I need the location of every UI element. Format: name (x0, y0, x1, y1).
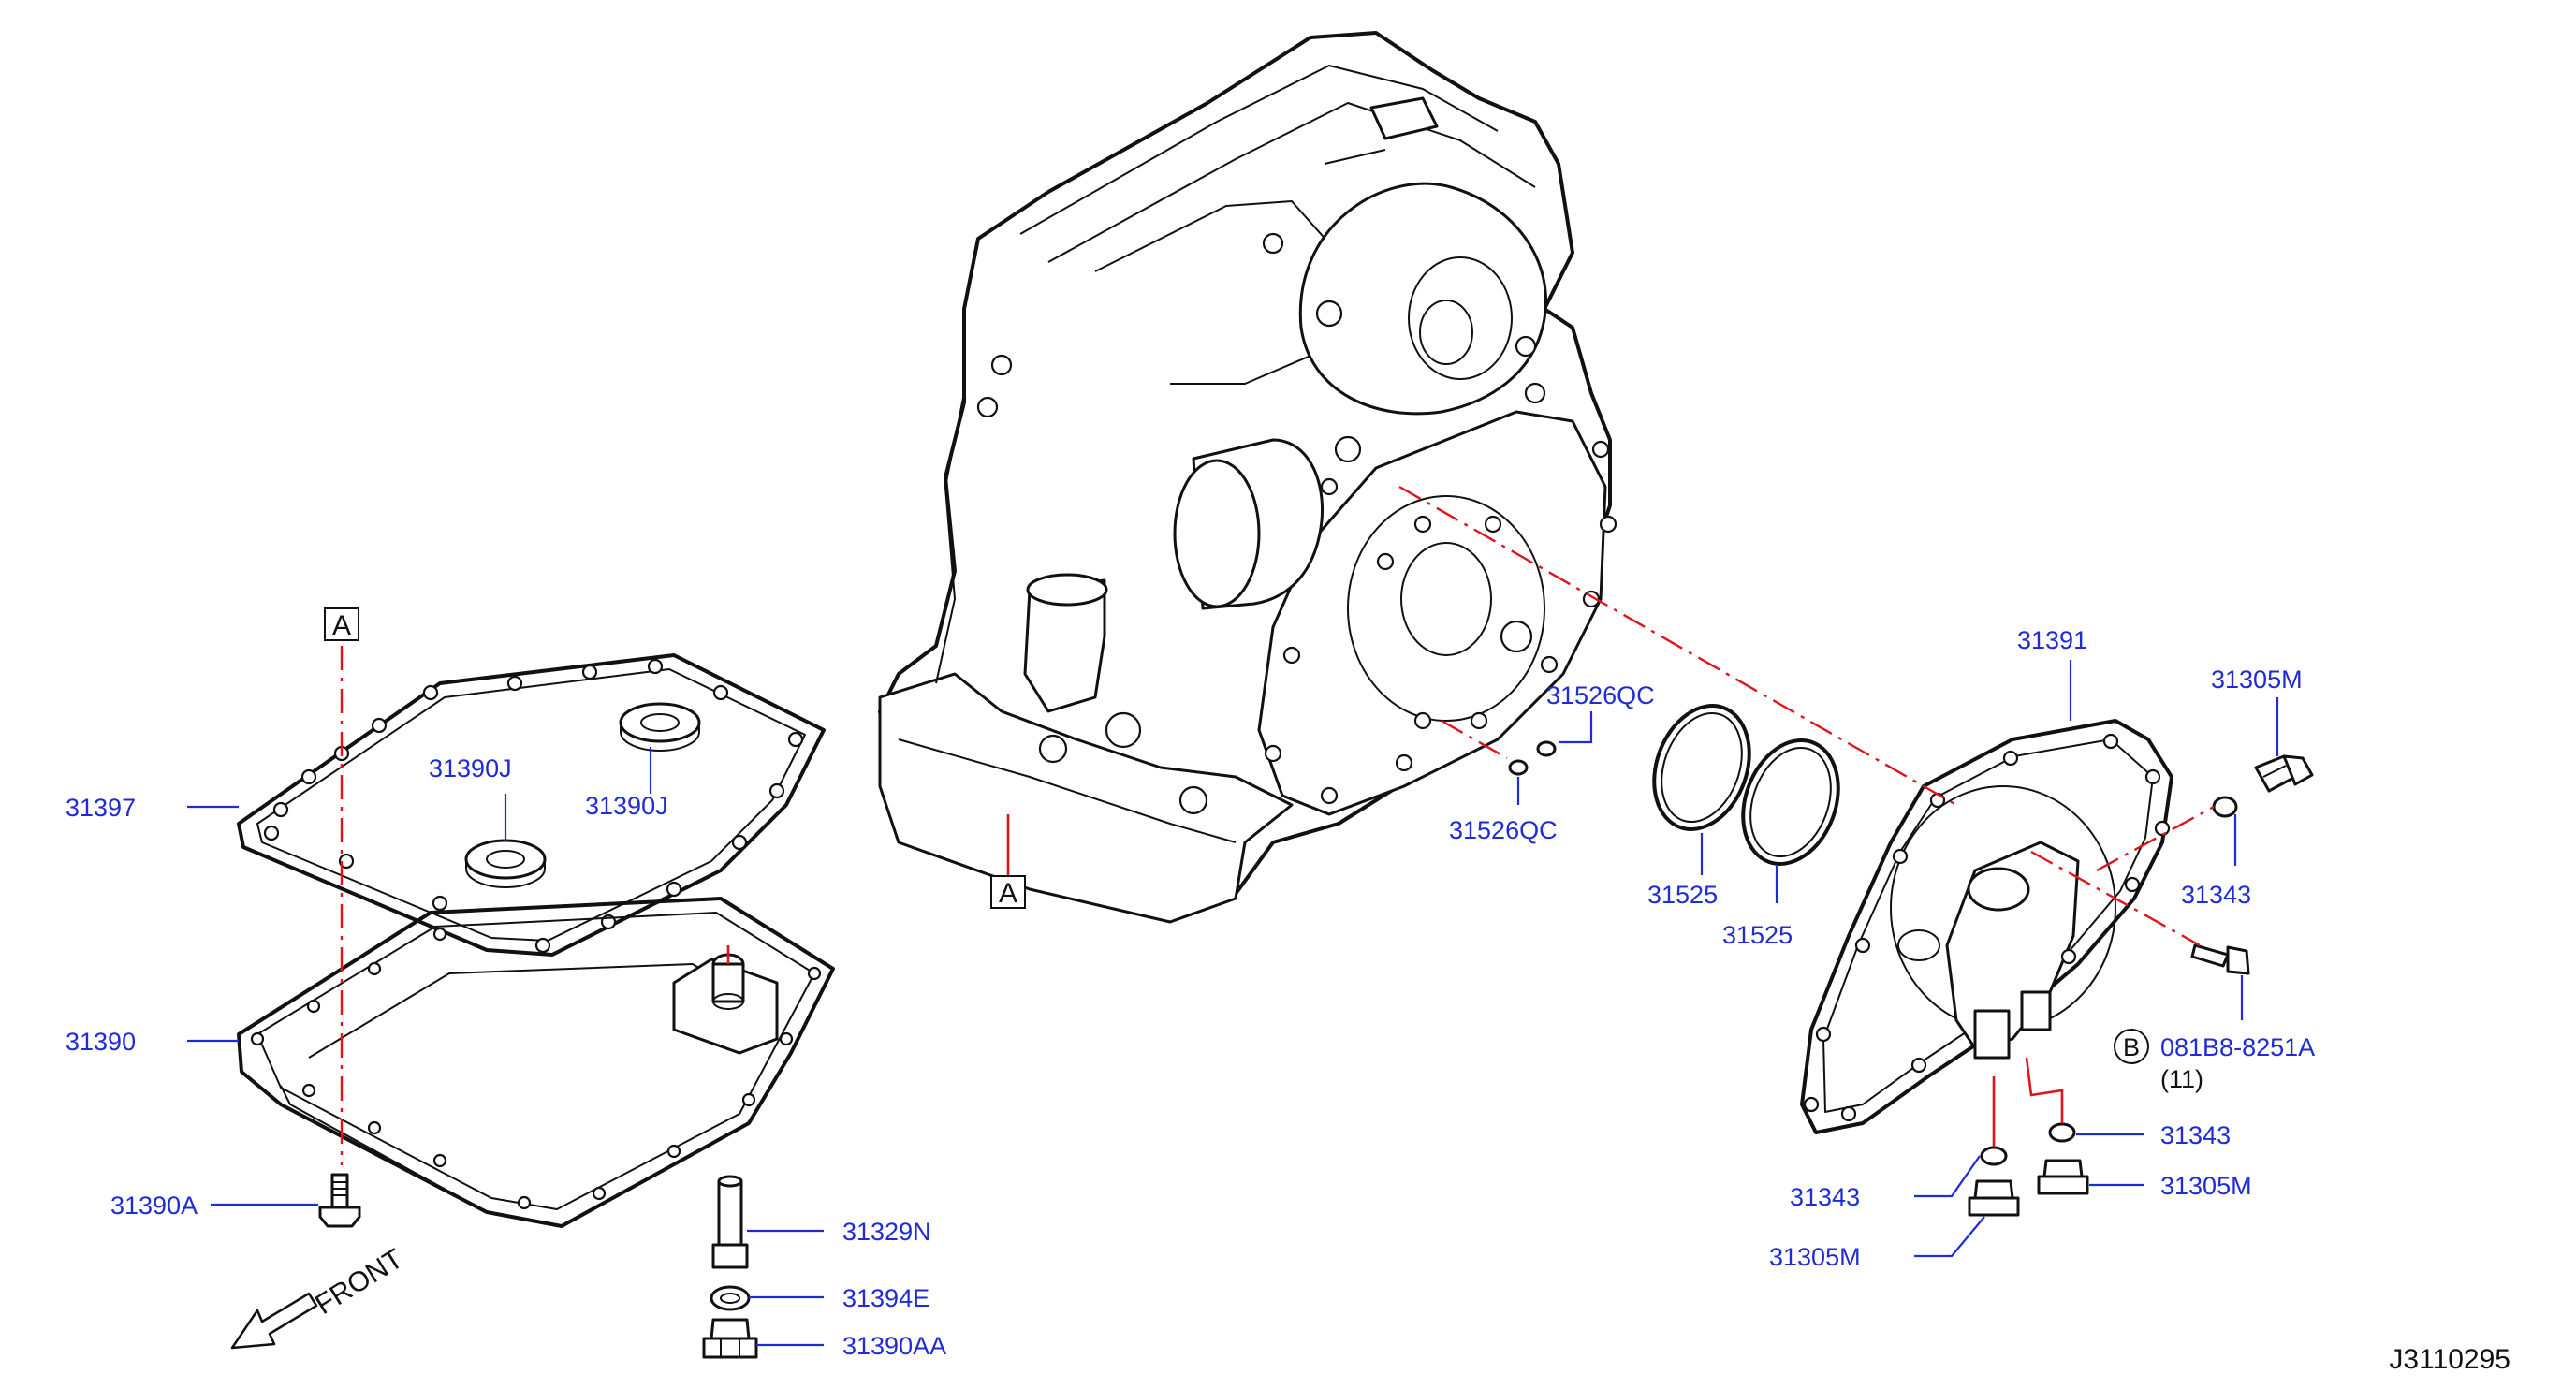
drain-plug-31390AA (702, 1318, 758, 1359)
label-31525-b: 31525 (1722, 921, 1793, 949)
svg-text:A: A (332, 610, 351, 641)
label-31305M-c: 31305M (1769, 1243, 1861, 1271)
marker-a-case: A (990, 875, 1026, 909)
bolt-081B8-8251A (2190, 943, 2250, 975)
oil-pan-gasket-31397 (237, 653, 826, 957)
label-31329N: 31329N (842, 1218, 931, 1246)
seal-31343-upper (2212, 796, 2238, 818)
oil-pan-31390 (237, 897, 835, 1228)
assembly-guide-lines (340, 485, 2215, 1165)
label-31390A: 31390A (110, 1192, 198, 1220)
plug-31305M-lower-left (1968, 1179, 2020, 1217)
label-31526QC-b: 31526QC (1449, 816, 1558, 844)
label-31391: 31391 (2017, 626, 2087, 654)
cover-bolt-holes (1803, 733, 2171, 1122)
svg-text:FRONT: FRONT (310, 1243, 408, 1321)
label-31305M-a: 31305M (2211, 665, 2303, 694)
overflow-tube-31329N (711, 1175, 749, 1269)
svg-text:A: A (999, 878, 1017, 909)
magnet-31390J-upper (619, 702, 701, 752)
transmission-case-drawing (878, 31, 1617, 924)
o-ring-31526QC-upper (1536, 740, 1557, 757)
seal-31343-lower-left (1980, 1146, 2008, 1166)
svg-text:B: B (2123, 1033, 2140, 1061)
marker-b: B (2114, 1029, 2149, 1064)
magnet-31390J-lower (464, 839, 547, 888)
label-31397: 31397 (66, 794, 136, 822)
label-31394E: 31394E (842, 1284, 929, 1312)
label-31526QC-a: 31526QC (1546, 681, 1655, 709)
gasket-bolt-holes (263, 658, 804, 954)
pan-bolt-holes (250, 927, 822, 1210)
case-bolt-holes (976, 232, 1617, 815)
label-31390J-a: 31390J (429, 754, 512, 782)
label-31343-c: 31343 (1790, 1183, 1860, 1211)
marker-a-pan: A (324, 607, 359, 641)
o-ring-31526QC-lower (1508, 759, 1529, 776)
label-31390: 31390 (66, 1028, 136, 1056)
label-31390J-b: 31390J (585, 792, 668, 820)
label-31343-a: 31343 (2181, 881, 2251, 909)
washer-31394E (710, 1285, 751, 1311)
label-31525-a: 31525 (1647, 881, 1718, 909)
plug-31305M-lower-right (2037, 1159, 2089, 1195)
label-31343-b: 31343 (2160, 1121, 2231, 1149)
leader-lines (187, 660, 2279, 1347)
bolt-31390A (318, 1173, 361, 1228)
seal-31343-lower-right (2048, 1122, 2076, 1143)
side-cover-31391 (1800, 719, 2174, 1134)
o-ring-31525-left (1652, 704, 1751, 831)
label-31390AA: 31390AA (842, 1332, 946, 1360)
part-labels: 31397 31390J 31390J 31390 31390A 31329N … (66, 626, 2315, 1360)
diagram-code: J3110295 (2389, 1344, 2510, 1375)
front-direction-arrow: FRONT (230, 1243, 408, 1350)
plug-31305M-upper (2254, 754, 2314, 793)
label-31305M-b: 31305M (2160, 1172, 2252, 1200)
label-081B8-8251A: 081B8-8251A (2160, 1033, 2315, 1061)
label-081B8-qty: (11) (2160, 1065, 2203, 1093)
o-ring-31525-right (1741, 738, 1840, 866)
